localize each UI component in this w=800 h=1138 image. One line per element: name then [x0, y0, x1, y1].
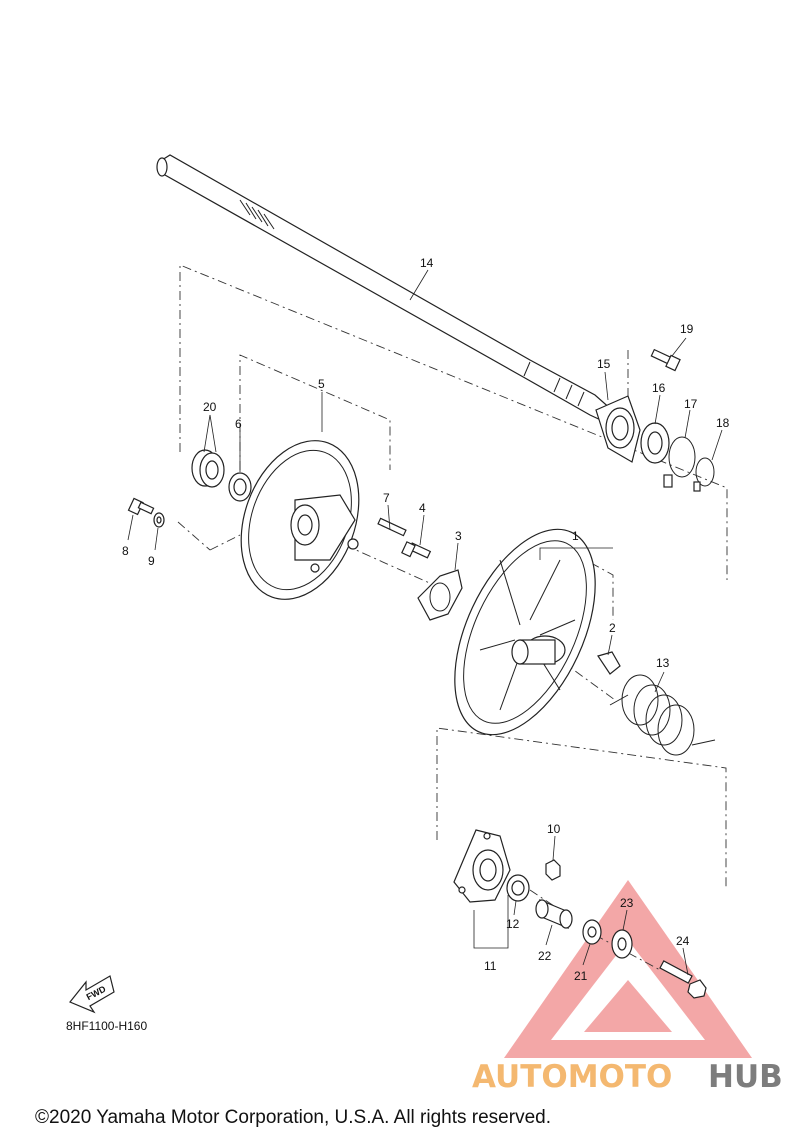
- bearing-housing-15: [595, 395, 641, 463]
- drive-shaft: [156, 154, 613, 423]
- label-part-1: 1: [572, 529, 579, 543]
- stud-7: [377, 517, 407, 537]
- nut-10: [545, 859, 561, 881]
- label-part-16: 16: [652, 381, 666, 395]
- label-part-5: 5: [318, 377, 325, 391]
- label-part-17: 17: [684, 397, 698, 411]
- label-part-8: 8: [122, 544, 129, 558]
- copyright-notice: ©2020 Yamaha Motor Corporation, U.S.A. A…: [35, 1107, 551, 1128]
- part-labels: 1 2 3 4 5 6 7 8 9 10 11 12 13 14 15 16 1…: [122, 256, 730, 983]
- sheave-5: [240, 440, 360, 600]
- label-part-3: 3: [455, 529, 462, 543]
- label-part-21: 21: [574, 969, 588, 983]
- label-part-14: 14: [420, 256, 434, 270]
- washer-21: [582, 919, 602, 945]
- label-part-2: 2: [609, 621, 616, 635]
- label-part-12: 12: [506, 917, 520, 931]
- washer-9: [153, 512, 165, 528]
- bushing-6: [228, 472, 252, 502]
- label-part-24: 24: [676, 934, 690, 948]
- drawing-code: 8HF1100-H160: [66, 1019, 147, 1033]
- bolt-19: [650, 348, 681, 372]
- leader-lines: [127, 269, 723, 976]
- label-part-10: 10: [547, 822, 561, 836]
- bolt-24: [659, 960, 707, 999]
- oil-seal-20: [191, 449, 225, 488]
- watermark-logo-icon: [504, 880, 752, 1058]
- collar-22: [535, 899, 573, 929]
- forward-arrow-icon: FWD: [69, 975, 115, 1014]
- label-part-18: 18: [716, 416, 730, 430]
- circlip-17: [663, 436, 696, 488]
- bearing-16: [640, 422, 670, 464]
- gasket-3: [417, 569, 463, 621]
- bushing-12: [506, 874, 530, 902]
- label-part-22: 22: [538, 949, 552, 963]
- label-part-15: 15: [597, 357, 611, 371]
- assembly-guide-lines: [177, 264, 728, 971]
- label-part-20: 20: [203, 400, 217, 414]
- label-part-4: 4: [419, 501, 426, 515]
- label-part-7: 7: [383, 491, 390, 505]
- bolt-4: [401, 541, 432, 559]
- watermark-brand-b: HUB: [708, 1059, 783, 1095]
- label-part-13: 13: [656, 656, 670, 670]
- spring-13: [609, 674, 716, 756]
- label-part-11: 11: [484, 959, 497, 973]
- label-part-19: 19: [680, 322, 694, 336]
- bolt-8: [127, 497, 155, 516]
- label-part-23: 23: [620, 896, 634, 910]
- sheave-assembly-1: [454, 528, 596, 736]
- cover-assembly-11: [453, 829, 511, 903]
- label-part-6: 6: [235, 417, 242, 431]
- watermark-brand-a: AUTOMOTO: [472, 1059, 672, 1095]
- label-part-9: 9: [148, 554, 155, 568]
- slider-2: [597, 651, 621, 675]
- washer-23: [611, 929, 633, 959]
- circlip-18: [693, 457, 715, 492]
